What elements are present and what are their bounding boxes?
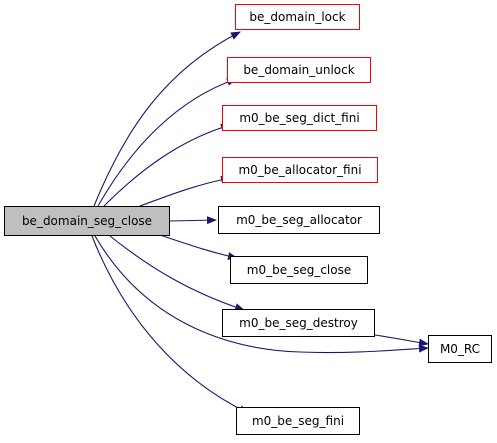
node-m0-be-seg-destroy[interactable]: m0_be_seg_destroy <box>222 309 375 337</box>
node-be-domain-lock[interactable]: be_domain_lock <box>235 4 360 30</box>
node-m0-rc[interactable]: M0_RC <box>428 335 492 363</box>
node-m0-be-seg-close[interactable]: m0_be_seg_close <box>230 256 368 284</box>
node-m0-be-seg-allocator[interactable]: m0_be_seg_allocator <box>218 206 380 234</box>
node-be-domain-unlock[interactable]: be_domain_unlock <box>227 57 371 83</box>
root-node-be-domain-seg-close[interactable]: be_domain_seg_close <box>4 206 170 236</box>
edge-destroy-to-m0-rc <box>374 334 429 347</box>
edge-to-m0-be-seg-fini <box>91 235 249 414</box>
edge-to-m0-be-seg-close <box>159 234 238 260</box>
node-m0-be-seg-fini[interactable]: m0_be_seg_fini <box>236 407 360 435</box>
edge-to-be-domain-unlock <box>97 78 237 207</box>
node-m0-be-allocator-fini[interactable]: m0_be_allocator_fini <box>222 157 378 183</box>
node-m0-be-seg-dict-fini[interactable]: m0_be_seg_dict_fini <box>222 105 377 131</box>
edge-to-be-domain-lock <box>93 31 241 207</box>
edge-to-m0-be-seg-dict-fini <box>103 123 231 207</box>
edge-to-m0-rc-root <box>94 235 429 354</box>
edge-to-m0-be-allocator-fini <box>139 175 231 207</box>
edge-to-m0-be-seg-destroy <box>109 235 245 311</box>
edge-to-m0-be-seg-allocator <box>169 216 217 225</box>
